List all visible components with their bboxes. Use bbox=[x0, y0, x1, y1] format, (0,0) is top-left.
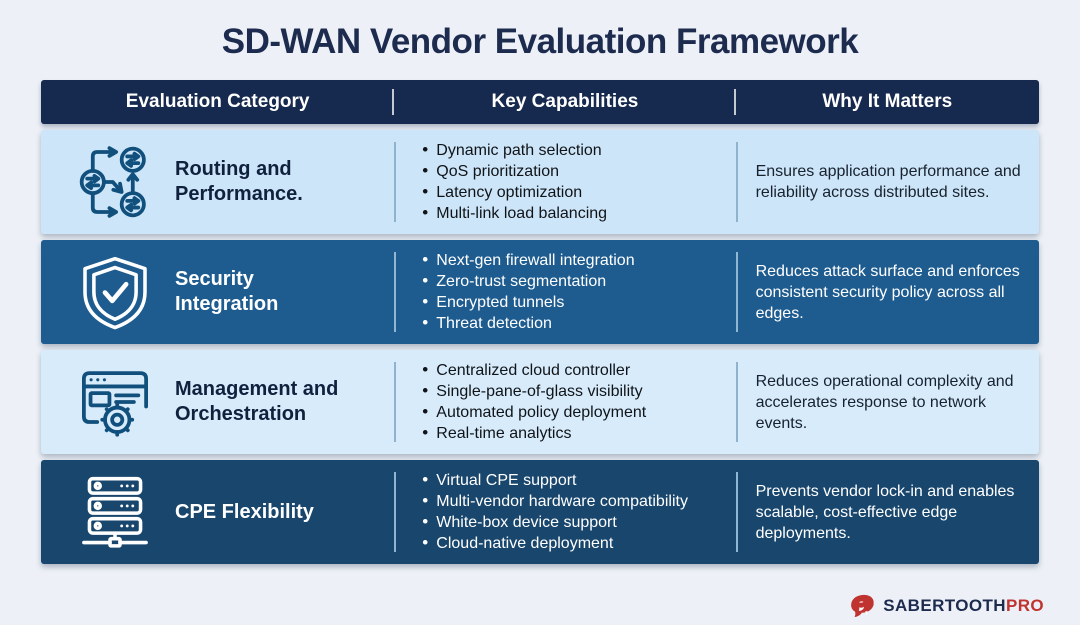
why-cell: Reduces operational complexity and accel… bbox=[735, 350, 1039, 454]
capability-item: Real-time analytics bbox=[420, 422, 646, 444]
brand-name: SABERTOOTH bbox=[883, 596, 1006, 615]
capability-item: Virtual CPE support bbox=[420, 469, 688, 491]
capability-item: Automated policy deployment bbox=[420, 401, 646, 423]
capability-item: Dynamic path selection bbox=[420, 139, 607, 161]
why-text: Ensures application performance and reli… bbox=[755, 163, 1021, 201]
console-gear-icon bbox=[63, 359, 167, 445]
category-cell: Management and Orchestration bbox=[41, 350, 394, 454]
category-label: Management and Orchestration bbox=[175, 378, 339, 425]
shield-check-icon bbox=[63, 249, 167, 335]
why-cell: Prevents vendor lock-in and enables scal… bbox=[735, 460, 1039, 564]
why-cell: Reduces attack surface and enforces cons… bbox=[735, 240, 1039, 344]
why-text: Reduces operational complexity and accel… bbox=[755, 372, 1014, 432]
capability-item: Latency optimization bbox=[420, 181, 607, 203]
capability-item: Cloud-native deployment bbox=[420, 532, 688, 554]
header-why-it-matters: Why It Matters bbox=[822, 91, 953, 112]
capabilities-cell: Next-gen firewall integration Zero-trust… bbox=[394, 240, 735, 344]
why-text: Prevents vendor lock-in and enables scal… bbox=[755, 482, 1015, 542]
why-text: Reduces attack surface and enforces cons… bbox=[755, 262, 1020, 322]
capability-item: Multi-link load balancing bbox=[420, 202, 607, 224]
table-row: Security Integration Next-gen firewall i… bbox=[41, 240, 1039, 344]
capability-item: Centralized cloud controller bbox=[420, 359, 646, 381]
capability-item: Next-gen firewall integration bbox=[420, 249, 634, 271]
capabilities-cell: Centralized cloud controller Single-pane… bbox=[394, 350, 735, 454]
capability-item: QoS prioritization bbox=[420, 160, 607, 182]
category-cell: CPE Flexibility bbox=[41, 460, 394, 564]
capabilities-cell: Dynamic path selection QoS prioritizatio… bbox=[394, 130, 735, 234]
category-cell: Security Integration bbox=[41, 240, 394, 344]
header-evaluation-category: Evaluation Category bbox=[41, 80, 395, 124]
capability-item: Encrypted tunnels bbox=[420, 291, 634, 313]
brand-suffix: PRO bbox=[1005, 596, 1044, 615]
header-key-capabilities: Key Capabilities bbox=[394, 80, 736, 124]
why-cell: Ensures application performance and reli… bbox=[735, 130, 1039, 234]
routing-icon bbox=[63, 139, 167, 225]
capability-item: Single-pane-of-glass visibility bbox=[420, 380, 646, 402]
server-stack-icon bbox=[63, 469, 167, 555]
capability-item: Threat detection bbox=[420, 312, 634, 334]
capabilities-cell: Virtual CPE support Multi-vendor hardwar… bbox=[394, 460, 735, 564]
category-label: CPE Flexibility bbox=[175, 500, 314, 523]
capabilities-list: Virtual CPE support Multi-vendor hardwar… bbox=[420, 469, 688, 554]
table-row: CPE Flexibility Virtual CPE support Mult… bbox=[41, 460, 1039, 564]
table-header-row: Evaluation Category Key Capabilities Why… bbox=[41, 80, 1039, 124]
table-row: Routing and Performance. Dynamic path se… bbox=[41, 130, 1039, 234]
capability-item: Zero-trust segmentation bbox=[420, 270, 634, 292]
brand-text: SABERTOOTHPRO bbox=[883, 596, 1044, 616]
category-label: Routing and Performance. bbox=[175, 158, 303, 205]
category-cell: Routing and Performance. bbox=[41, 130, 394, 234]
capability-item: White-box device support bbox=[420, 511, 688, 533]
capabilities-list: Dynamic path selection QoS prioritizatio… bbox=[420, 139, 607, 224]
sabertooth-icon bbox=[851, 594, 874, 618]
capability-item: Multi-vendor hardware compatibility bbox=[420, 490, 688, 512]
brand-logo: SABERTOOTHPRO bbox=[849, 594, 1044, 618]
capabilities-list: Next-gen firewall integration Zero-trust… bbox=[420, 249, 634, 334]
table-row: Management and Orchestration Centralized… bbox=[41, 350, 1039, 454]
evaluation-table: Evaluation Category Key Capabilities Why… bbox=[41, 80, 1039, 564]
category-label: Security Integration bbox=[175, 268, 279, 315]
page-title: SD-WAN Vendor Evaluation Framework bbox=[221, 22, 859, 61]
capabilities-list: Centralized cloud controller Single-pane… bbox=[420, 359, 646, 444]
